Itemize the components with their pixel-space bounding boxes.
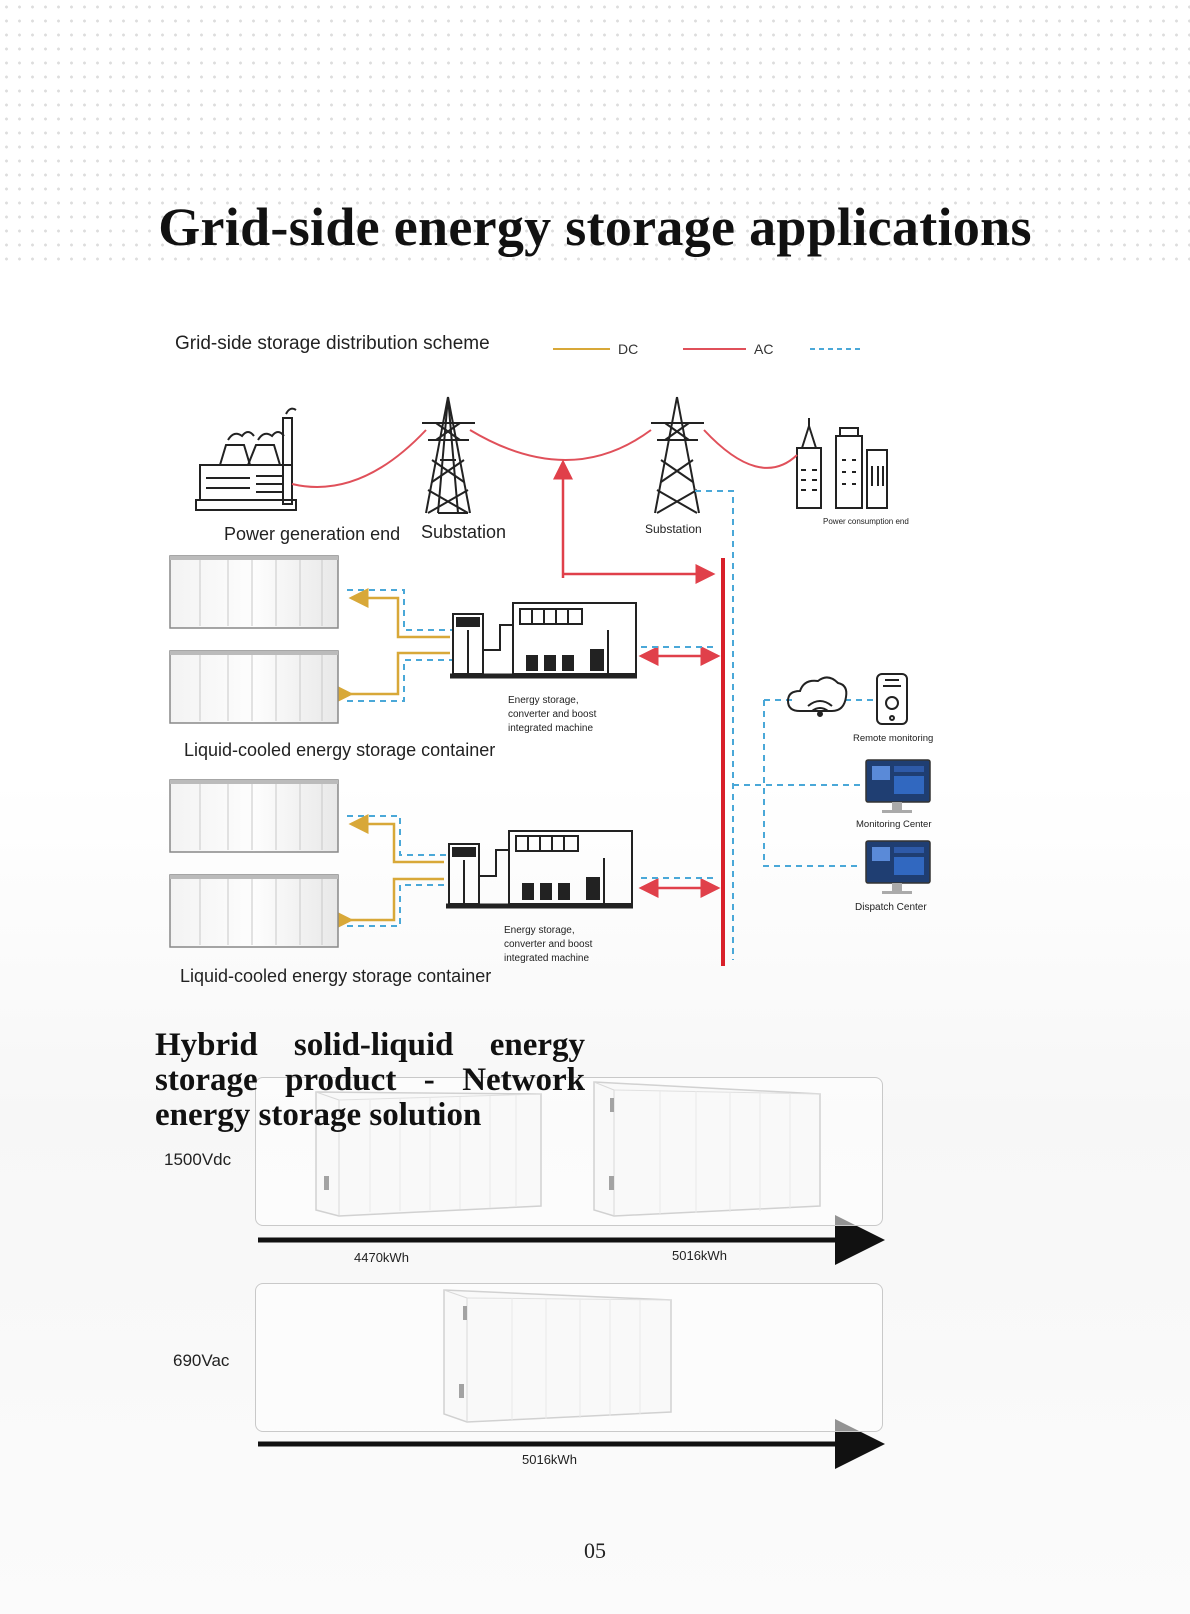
- ac-line-plant-substation: [291, 429, 427, 488]
- city-buildings-icon: [796, 418, 888, 509]
- scheme-title: Grid-side storage distribution scheme: [175, 333, 490, 354]
- label-power-consumption: Power consumption end: [823, 517, 909, 526]
- monitor-icon-2: [865, 840, 931, 894]
- dot-pattern-background: [0, 0, 1190, 270]
- product-panel-1500vdc: [255, 1077, 883, 1226]
- label-container-1: Liquid-cooled energy storage container: [184, 740, 496, 760]
- container-small-2: [169, 650, 339, 724]
- voltage-label-2: 690Vac: [173, 1351, 230, 1370]
- container-small-3: [169, 779, 339, 853]
- label-substation-1: Substation: [421, 522, 507, 542]
- page-number: 05: [584, 1538, 606, 1563]
- label-dispatch-center: Dispatch Center: [855, 902, 927, 913]
- label-container-2: Liquid-cooled energy storage container: [180, 966, 492, 986]
- label-remote-monitoring: Remote monitoring: [853, 733, 934, 744]
- integrated-machine-1: [450, 602, 637, 679]
- product-panel-690vac: [255, 1283, 883, 1432]
- container-small-1: [169, 555, 339, 629]
- ac-line-substation-substation: [469, 429, 652, 461]
- voltage-label-1: 1500Vdc: [164, 1150, 232, 1169]
- label-machine-2: Energy storage, converter and boost inte…: [504, 925, 593, 964]
- capacity-label-4470: 4470kWh: [354, 1250, 409, 1265]
- dc-lines: [333, 588, 450, 930]
- label-monitoring-center: Monitoring Center: [856, 819, 932, 830]
- phone-icon: [876, 673, 908, 725]
- cloud-icon: [786, 676, 848, 717]
- integrated-machine-2: [446, 830, 633, 909]
- capacity-label-5016-a: 5016kWh: [672, 1248, 727, 1263]
- capacity-label-5016-b: 5016kWh: [522, 1452, 577, 1467]
- container-small-4: [169, 874, 339, 948]
- hybrid-title: Hybrid solid-liquid energy storage produ…: [155, 1027, 585, 1133]
- power-plant-icon: [195, 407, 297, 511]
- ac-line-substation-city: [703, 429, 798, 469]
- label-substation-2: Substation: [645, 522, 702, 536]
- page-title: Grid-side energy storage applications: [158, 197, 1032, 257]
- label-machine-1: Energy storage, converter and boost inte…: [508, 695, 597, 734]
- legend-ac-label: AC: [754, 341, 774, 357]
- comm-lines: [347, 490, 875, 960]
- pylon-icon-1: [422, 396, 475, 514]
- legend-dc-label: DC: [618, 341, 639, 357]
- label-power-generation: Power generation end: [224, 524, 401, 544]
- pylon-icon-2: [651, 396, 704, 514]
- monitor-icon-1: [865, 759, 931, 813]
